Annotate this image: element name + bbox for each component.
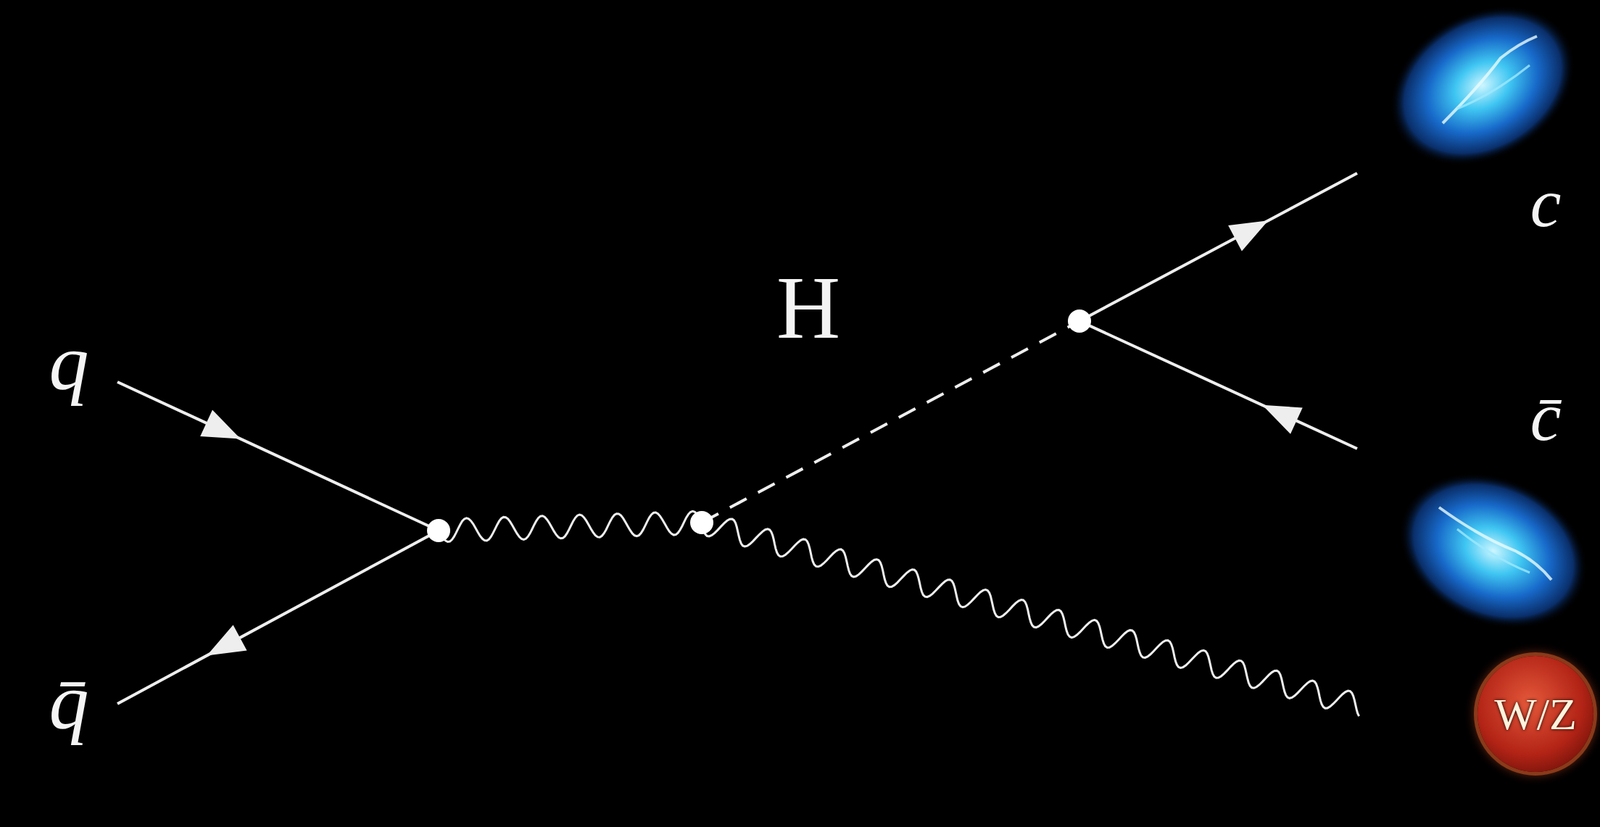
vertex-dot xyxy=(690,511,714,535)
vertex-dot xyxy=(1067,309,1092,333)
boson-line xyxy=(701,519,1360,717)
arrowhead xyxy=(200,410,241,440)
quark-label: q xyxy=(49,322,90,403)
anticharm-jet xyxy=(1373,443,1600,658)
arrowhead xyxy=(206,624,247,656)
boson-line xyxy=(438,511,702,542)
quark-line xyxy=(117,382,439,531)
anticharm-line xyxy=(1079,321,1358,449)
propagators xyxy=(117,173,1360,717)
anticharm-label: c̄ xyxy=(1530,382,1562,452)
boson-label: W/Z xyxy=(1494,691,1577,737)
boson-badge: W/Z xyxy=(1477,656,1594,773)
charm-label: c xyxy=(1530,168,1562,238)
vertex-dot xyxy=(427,519,451,543)
higgs-line xyxy=(701,321,1080,523)
higgs-label: H xyxy=(776,263,841,353)
antiquark-label: q̄ xyxy=(49,661,90,742)
charm-line xyxy=(1079,173,1358,322)
arrowhead xyxy=(1228,220,1268,251)
antiquark-line xyxy=(117,530,439,704)
charm-jet xyxy=(1361,0,1600,198)
arrowhead xyxy=(1262,405,1303,435)
